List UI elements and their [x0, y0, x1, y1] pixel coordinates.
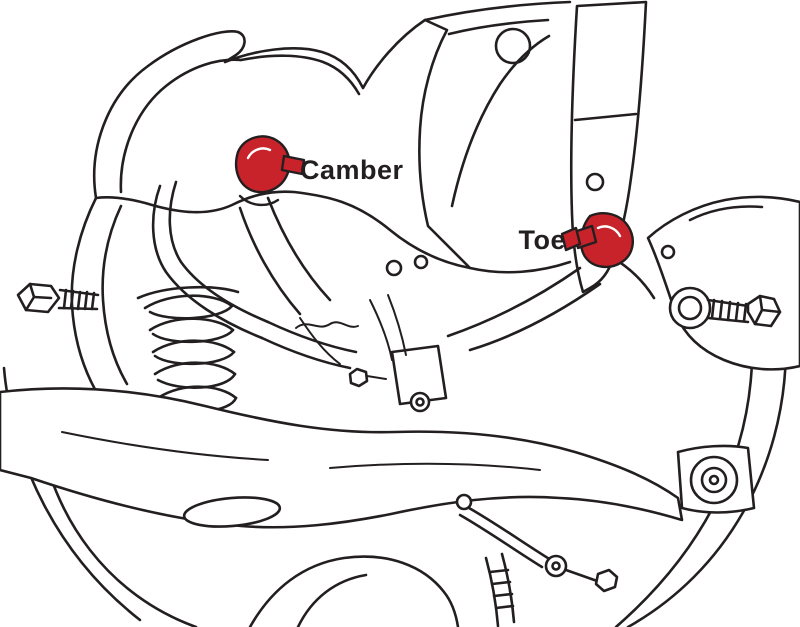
- coil-spring: [136, 285, 240, 413]
- brake-line: [295, 317, 359, 365]
- stabilizer-bar: [151, 180, 358, 370]
- lower-control-arm: [0, 387, 684, 529]
- cam-stud-bolt: [668, 286, 782, 330]
- camber-cam-bolt: [234, 135, 306, 207]
- sway-bar-end-link: [455, 493, 619, 627]
- toe-label: Toe: [519, 225, 567, 255]
- hub-lower-outline: [248, 555, 460, 627]
- upper-control-arm-links: [238, 196, 602, 352]
- labels: Camber Toe: [300, 155, 566, 255]
- camber-label: Camber: [300, 155, 404, 185]
- knuckle-bracket: [348, 254, 448, 413]
- frame-left-edge: [70, 196, 129, 400]
- arm-rear-bushing: [676, 444, 756, 514]
- left-pivot-bolt: [16, 282, 100, 314]
- body-panel: [423, 0, 572, 208]
- toe-cam-bolt: [560, 212, 634, 269]
